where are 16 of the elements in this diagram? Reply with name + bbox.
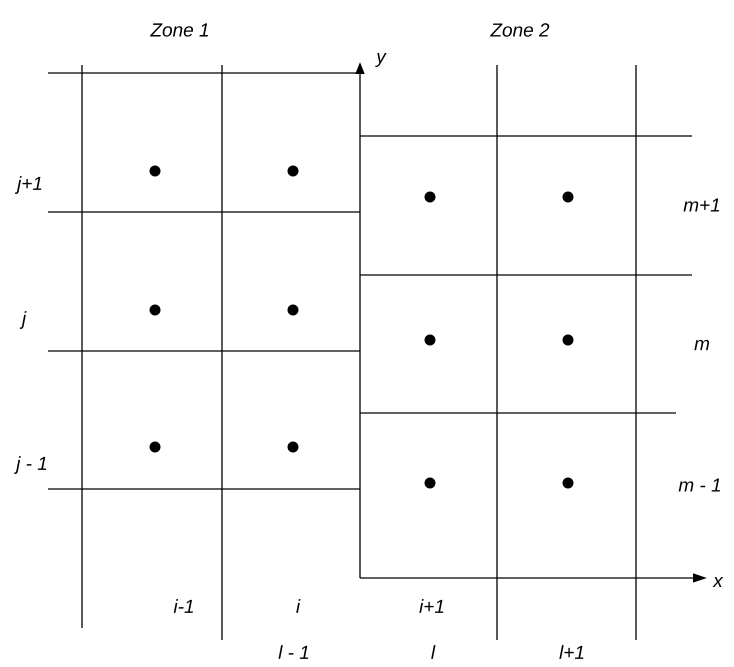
row-index: j+1 xyxy=(14,176,42,194)
column-index: i xyxy=(296,599,301,613)
row-index: m+1 xyxy=(684,198,720,212)
column-index: l - 1 xyxy=(278,645,308,659)
axis-label: x xyxy=(712,576,724,588)
zone-label: Zone 1 xyxy=(150,23,208,37)
column-index: l+1 xyxy=(559,645,584,659)
zone-label: Zone 2 xyxy=(490,23,550,37)
axis-label: y xyxy=(375,53,387,67)
row-index: j - 1 xyxy=(14,456,46,474)
row-index: m - 1 xyxy=(678,478,720,492)
row-index: m xyxy=(694,340,710,350)
row-index: j xyxy=(20,311,27,329)
column-index: i-1 xyxy=(174,599,193,613)
column-index: i+1 xyxy=(419,599,444,613)
column-index: l xyxy=(431,645,436,659)
